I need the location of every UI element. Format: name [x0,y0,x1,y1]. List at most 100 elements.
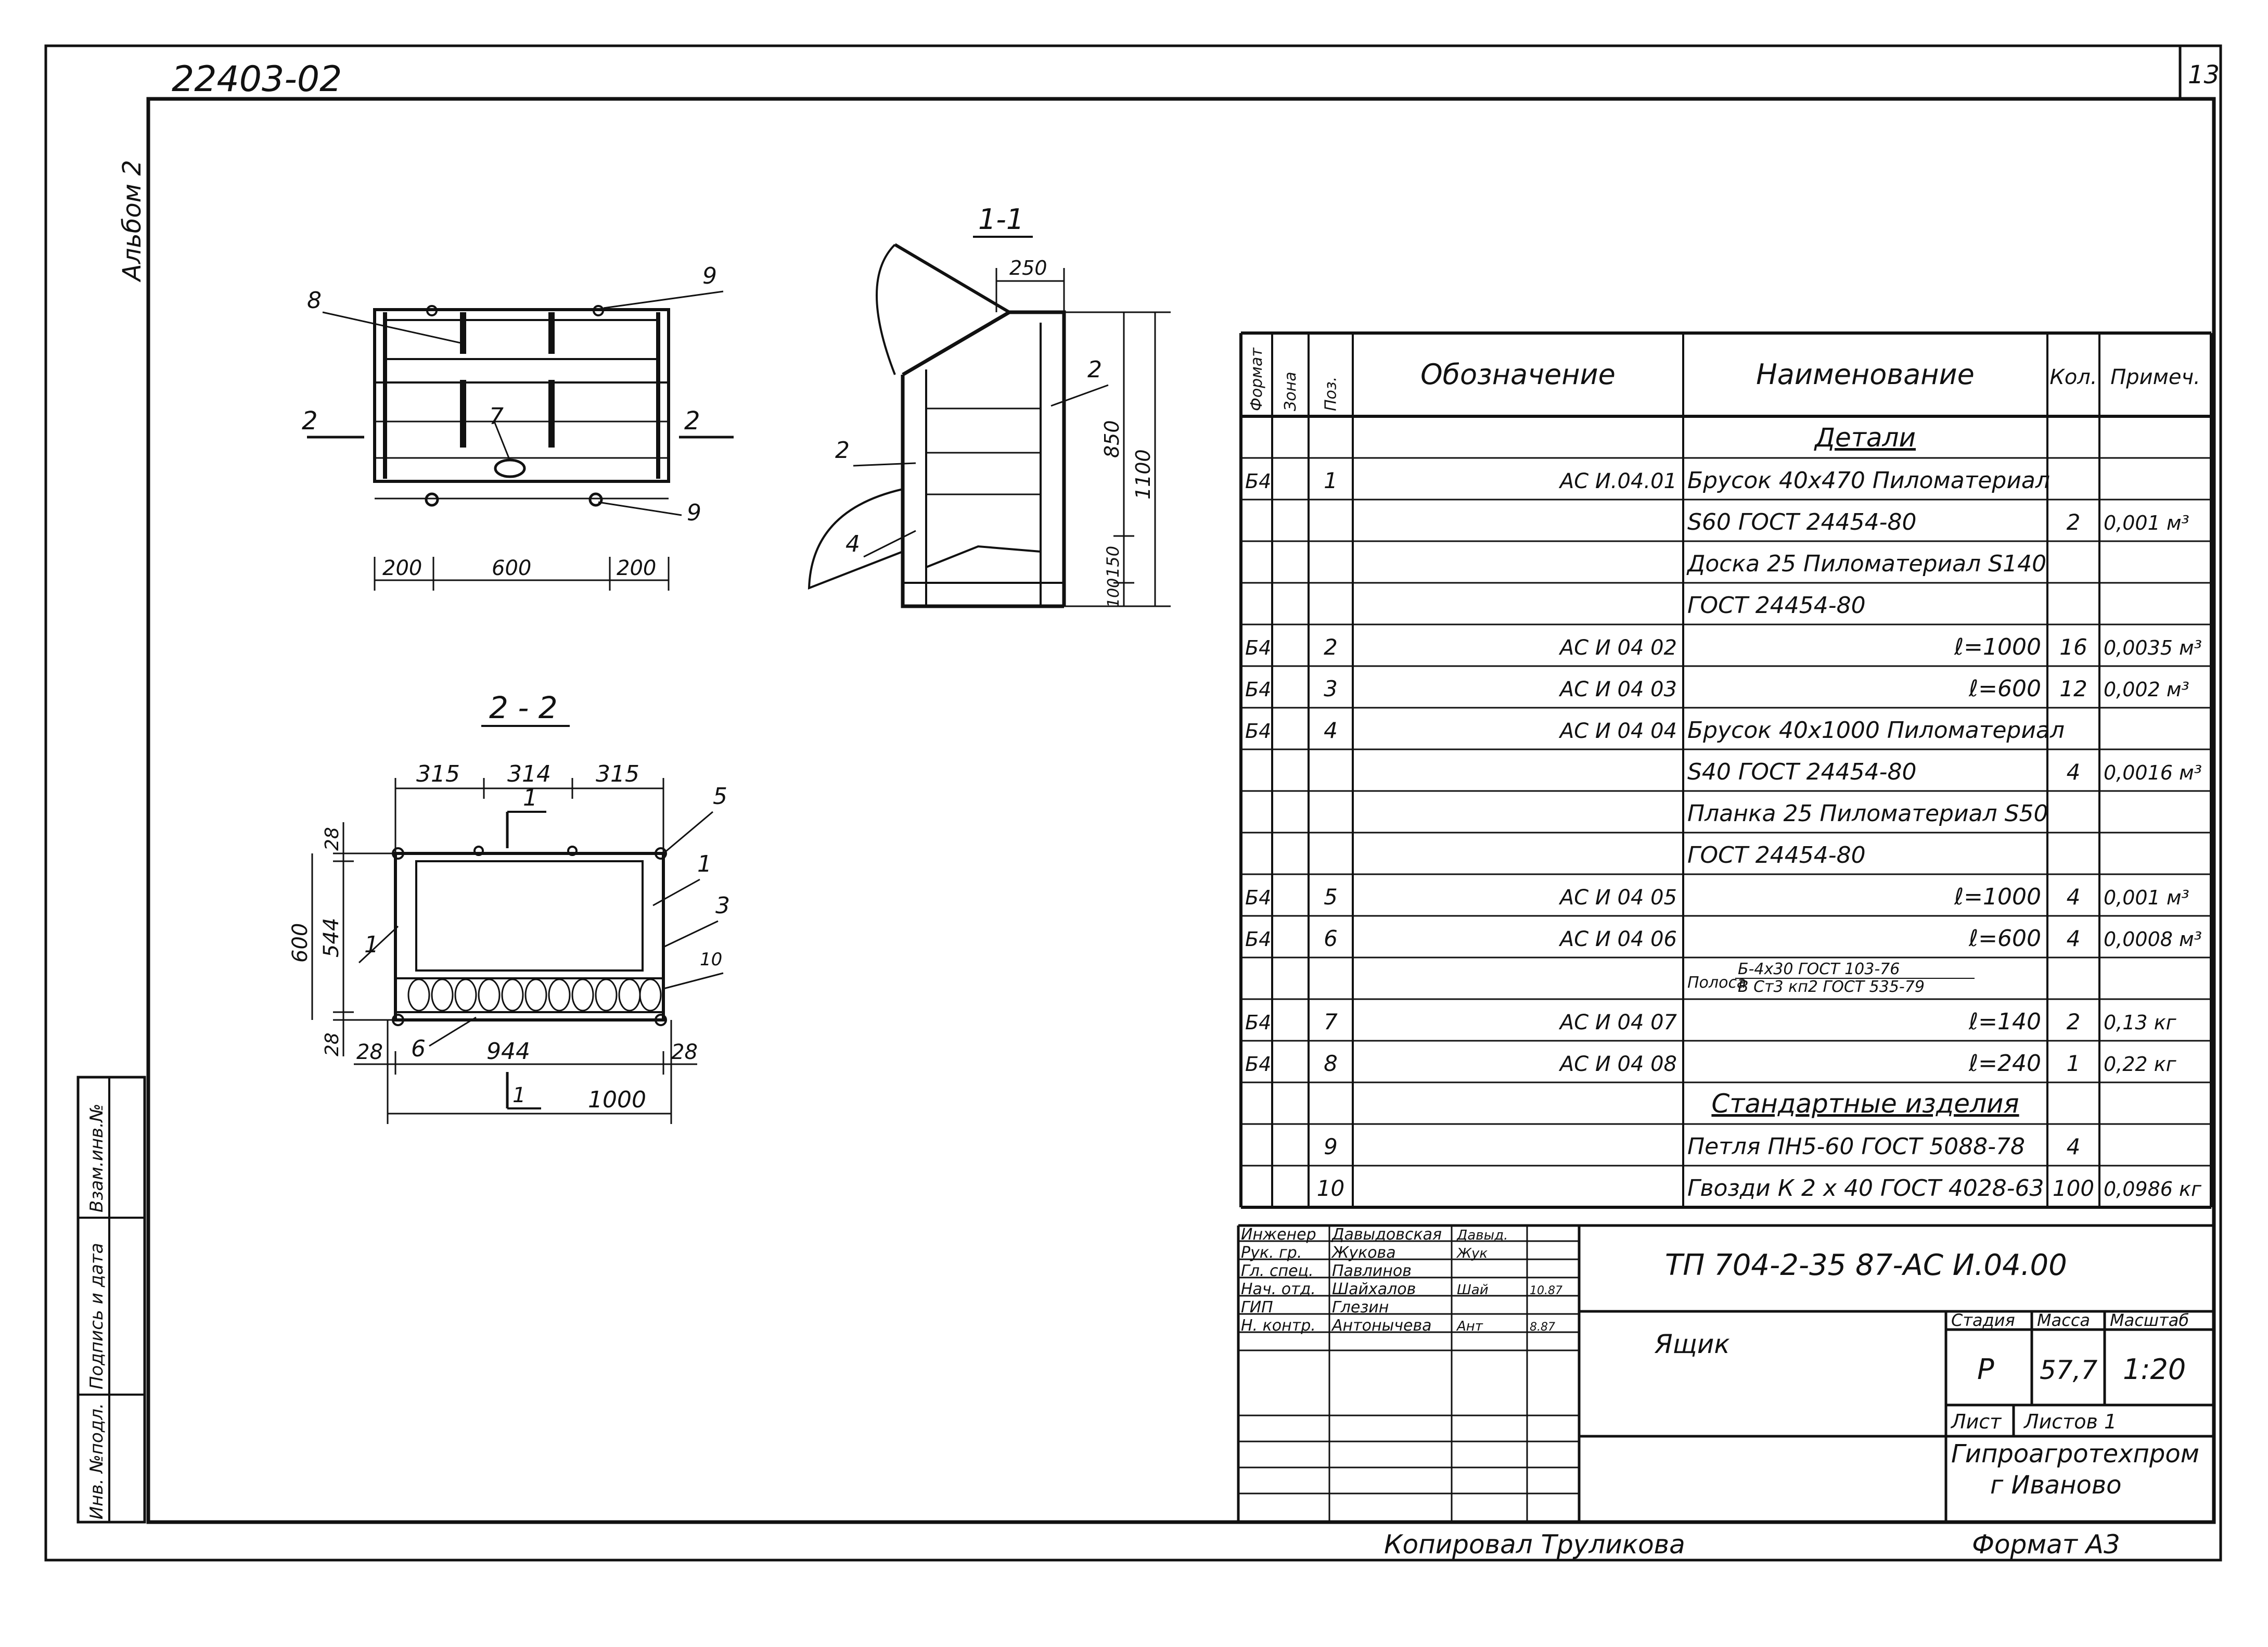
header-position: Поз. [1322,377,1340,411]
header-note: Примеч. [2110,365,2200,389]
mass-label: Масса [2037,1310,2090,1330]
spec-name: ℓ=140 [1968,1008,2041,1035]
person-date: 8.87 [1530,1321,1555,1334]
spec-name: S60 ГОСТ 24454-80 [1687,509,1916,535]
spec-designation: АС И 04 04 [1558,719,1677,743]
plan-callout-9-top: 9 [702,263,717,289]
document-designation: ТП 704-2-35 87-АС И.04.00 [1665,1248,2067,1282]
spec-name: ℓ=600 [1968,925,2041,952]
section-2-2-dim-600: 600 [288,923,312,963]
spec-designation: АС И 04 08 [1558,1052,1677,1076]
person-name: Давыдовская [1331,1225,1442,1244]
spec-position: 8 [1324,1051,1338,1076]
spec-position: 3 [1324,676,1338,701]
section-1-1-dim-1100: 1100 [1132,449,1155,500]
header-designation: Обозначение [1420,358,1616,391]
spec-format: Б4 [1245,928,1271,951]
section-2-2-dim-28-bottom: 28 [322,1032,343,1056]
spec-position: 4 [1324,718,1338,743]
spec-designation: АС И 04 05 [1558,886,1677,910]
paper-format: Формат А3 [1972,1529,2120,1560]
section-2-2-mark-bottom: 1 [512,1083,526,1107]
spec-quantity: 1 [2067,1051,2081,1076]
spec-format: Б4 [1245,1053,1271,1076]
section-2-2-callout-1-right: 1 [697,851,712,877]
spec-row: Б4 4 АС И 04 04 Брусок 40х1000 Пиломатериал [1245,717,2065,744]
spec-quantity: 2 [2067,1009,2081,1035]
spec-name: Полоса [1687,974,1746,992]
spec-section-title: Стандартные изделия [1711,1089,2019,1119]
outer-frame [44,44,2222,1562]
header-format: Формат [1248,347,1266,411]
spec-name: Гвозди К 2 х 40 ГОСТ 4028-63 [1687,1175,2044,1202]
spec-row: ГОСТ 24454-80 [1687,592,1866,619]
vzam-inv-label: Взам.инв.№ [86,1104,107,1212]
section-2-2: 2 - 2 1 1 [288,690,730,1124]
stage-value: Р [1977,1353,1994,1386]
person-role: Гл. спец. [1241,1262,1313,1280]
section-2-2-dim-314: 314 [507,761,551,787]
spec-format: Б4 [1245,1011,1271,1034]
scale-label: Масштаб [2110,1310,2189,1330]
spec-row: Планка 25 Пиломатериал S50 [1687,800,2048,827]
signature-date-label: Подпись и дата [86,1243,107,1389]
plan-section-mark-right: 2 [684,406,700,436]
spec-name-fraction-top: Б-4х30 ГОСТ 103-76 [1738,960,1900,978]
spec-name: Брусок 40х1000 Пиломатериал [1687,717,2065,744]
spec-row: ГОСТ 24454-80 [1687,842,1866,869]
spec-quantity: 4 [2067,884,2081,910]
spec-position: 5 [1324,884,1338,910]
spec-name: Доска 25 Пиломатериал S140 [1686,551,2046,577]
spec-note: 0,001 м³ [2104,512,2189,534]
header-quantity: Кол. [2049,365,2097,389]
spec-note: 0,22 кг [2104,1053,2177,1076]
plan-callout-8: 8 [307,287,322,314]
plan-callout-9-bottom: 9 [687,500,701,526]
section-1-1-callout-4: 4 [845,531,860,557]
plan-view: 8 9 7 9 2 2 200 600 200 [302,263,734,591]
spec-name: ГОСТ 24454-80 [1687,592,1866,619]
section-1-1-title: 1-1 [978,203,1024,236]
spec-quantity: 16 [2059,634,2087,660]
section-2-2-dim-28-left: 28 [356,1040,383,1064]
spec-designation: АС И 04 07 [1558,1011,1677,1035]
spec-position: 6 [1324,926,1338,951]
spec-note: 0,13 кг [2104,1011,2177,1034]
person-name: Антонычева [1331,1317,1432,1335]
section-2-2-callout-10: 10 [700,949,722,970]
spec-format: Б4 [1245,720,1271,743]
album-label: Альбом 2 [118,160,147,283]
section-1-1-dim-850: 850 [1100,420,1123,458]
item-name: Ящик [1654,1329,1730,1359]
spec-quantity: 12 [2059,676,2087,701]
person-signature: Жук [1456,1246,1488,1261]
plan-section-mark-left: 2 [302,406,318,436]
spec-name: ℓ=1000 [1954,884,2041,910]
spec-designation: АС И 04 06 [1558,927,1677,951]
spec-name-fraction-bottom: В Ст3 кп2 ГОСТ 535-79 [1738,978,1925,996]
person-role: Н. контр. [1241,1317,1316,1335]
spec-section-title: Детали [1814,423,1916,453]
spec-name: S40 ГОСТ 24454-80 [1687,759,1916,785]
section-2-2-callout-1-left: 1 [364,931,379,958]
section-2-2-dim-944: 944 [486,1038,530,1065]
spec-format: Б4 [1245,678,1271,701]
scale-value: 1:20 [2123,1353,2186,1386]
spec-name: ℓ=1000 [1954,634,2041,660]
spec-designation: АС И.04.01 [1558,469,1677,493]
spec-note: 0,0986 кг [2104,1178,2202,1201]
